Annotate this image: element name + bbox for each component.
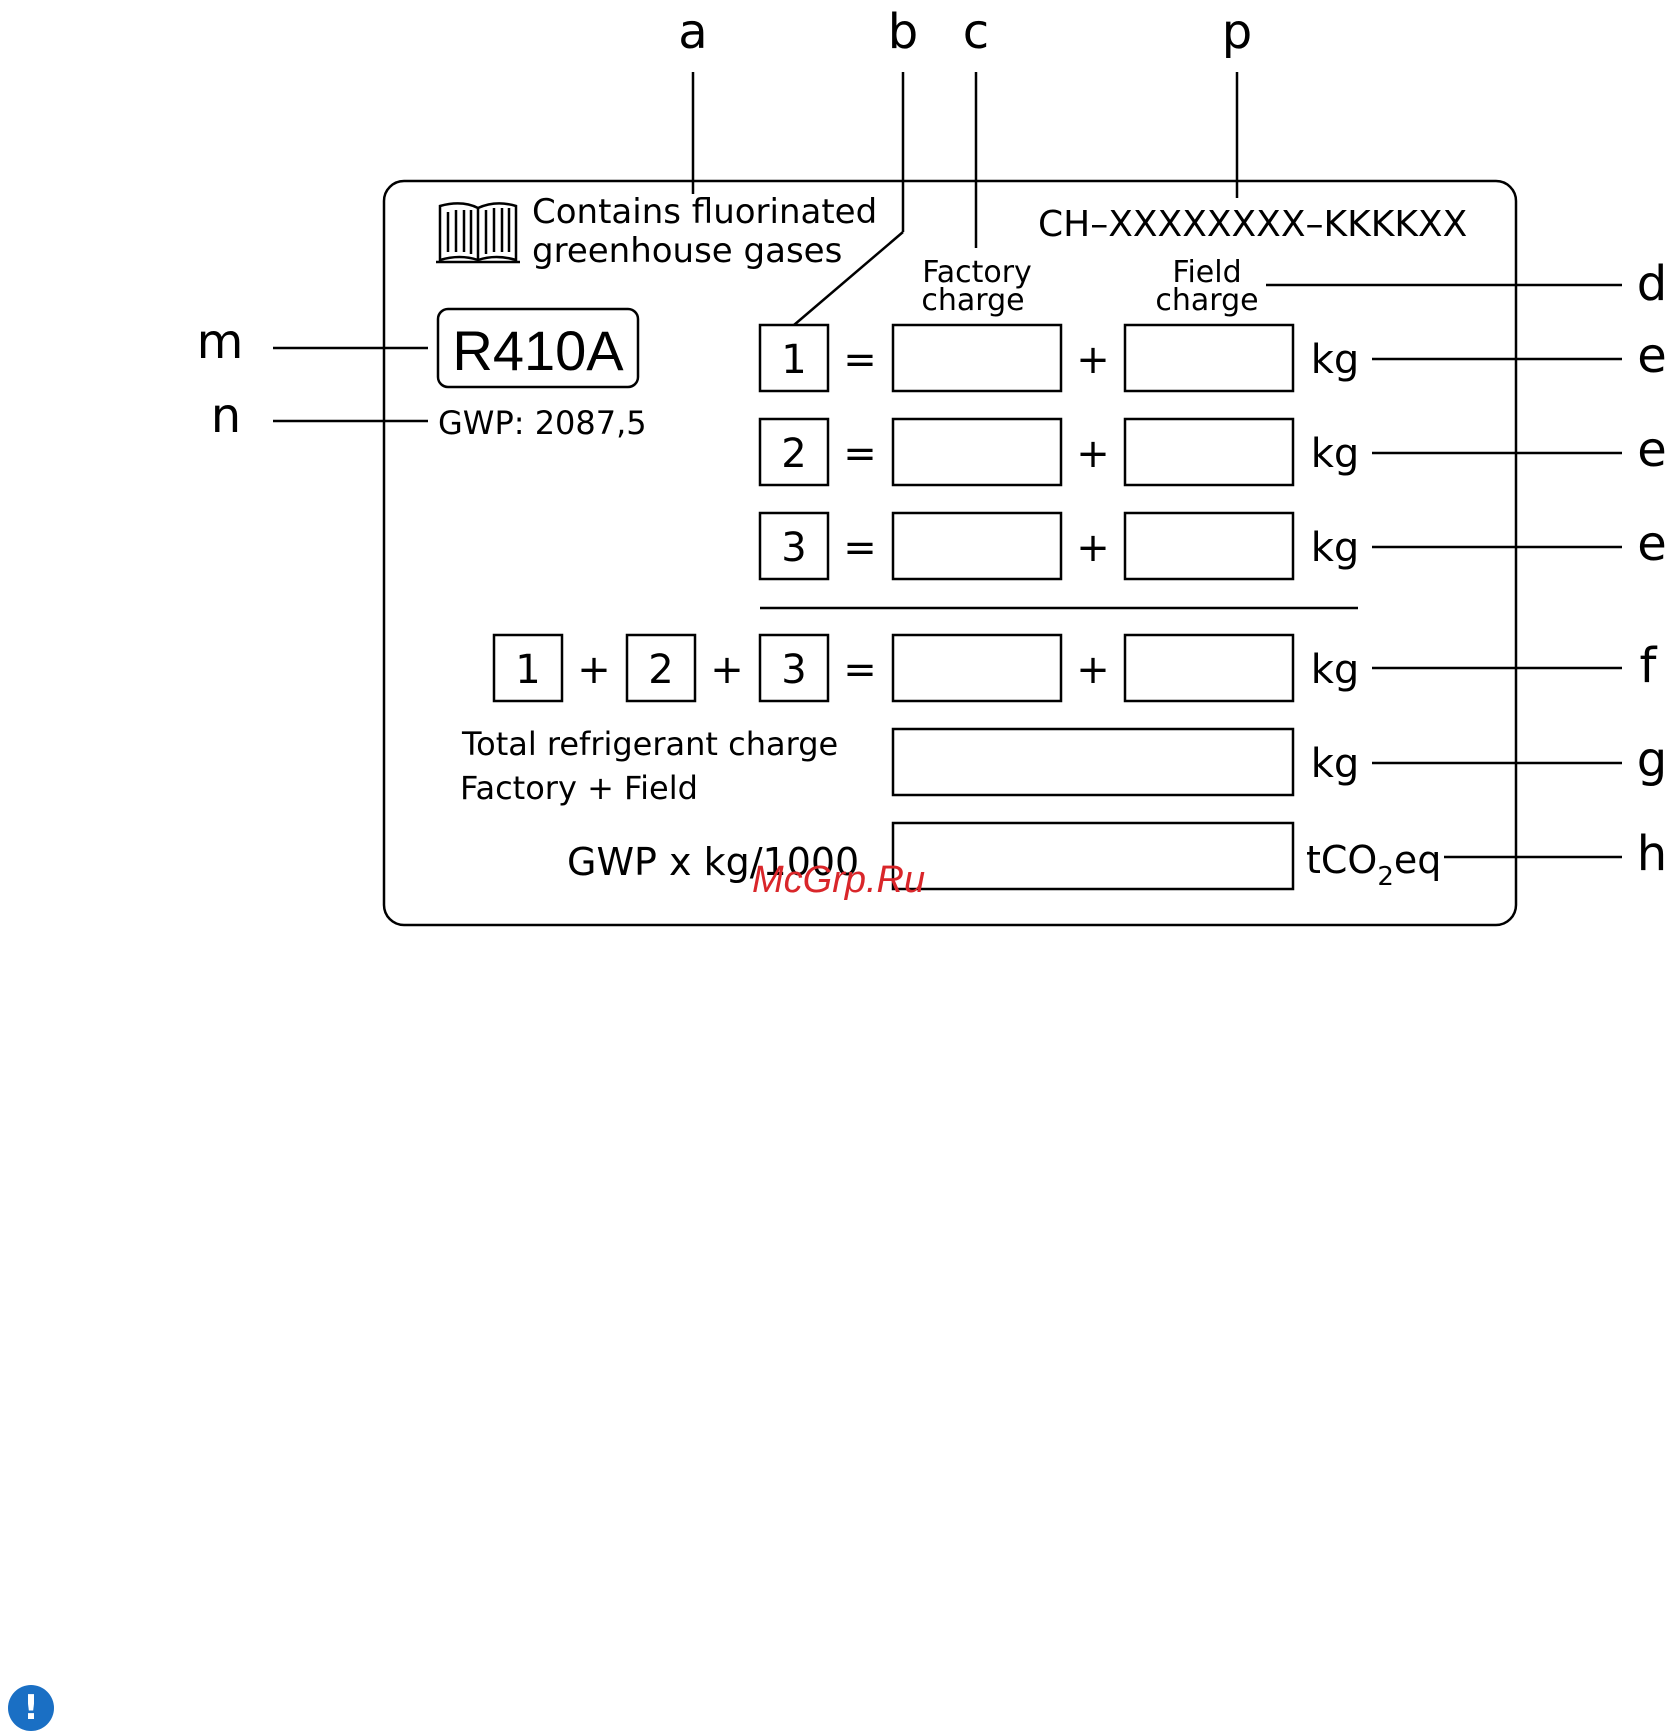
sum-number-2: 2	[648, 647, 673, 693]
contains-text-line1: Contains fluorinated	[532, 192, 877, 232]
row-1-equals: =	[843, 337, 877, 383]
sum-number-3: 3	[781, 647, 806, 693]
row-2-field-box	[1125, 419, 1293, 485]
row-3-field-box	[1125, 513, 1293, 579]
gwp-value: GWP: 2087,5	[438, 404, 647, 442]
total-charge-label-2: Factory + Field	[460, 769, 698, 807]
callout-n: n	[211, 388, 241, 444]
callout-d: d	[1637, 256, 1667, 312]
callout-h: h	[1637, 826, 1667, 882]
row-3-unit: kg	[1311, 525, 1360, 571]
row-3-factory-box	[893, 513, 1061, 579]
callout-f: f	[1640, 638, 1658, 694]
sum-field-box	[1125, 635, 1293, 701]
callout-e-3: e	[1637, 516, 1667, 572]
row-2-factory-box	[893, 419, 1061, 485]
manual-book-icon	[436, 203, 520, 262]
row-2-unit: kg	[1311, 431, 1360, 477]
unit-code: CH–XXXXXXXX–KKKKXX	[1038, 204, 1467, 245]
sum-number-1: 1	[515, 647, 540, 693]
co2-unit: tCO2eq	[1306, 838, 1441, 892]
co2-equivalent-box	[893, 823, 1293, 889]
sum-plus-1: +	[577, 647, 611, 693]
exclamation-circle-icon: !	[8, 1685, 54, 1731]
callout-m: m	[197, 314, 244, 370]
row-3-equals: =	[843, 525, 877, 571]
callout-e-2: e	[1637, 422, 1667, 478]
total-charge-box	[893, 729, 1293, 795]
row-3-number: 3	[781, 525, 806, 571]
sum-plus-2: +	[710, 647, 744, 693]
row-2-equals: =	[843, 431, 877, 477]
callout-b: b	[888, 4, 918, 60]
total-unit: kg	[1311, 741, 1360, 787]
callout-a: a	[678, 4, 707, 60]
sum-equals: =	[843, 647, 877, 693]
sum-factory-box	[893, 635, 1061, 701]
sum-unit: kg	[1311, 647, 1360, 693]
factory-charge-header-2: charge	[921, 283, 1024, 318]
contains-text-line2: greenhouse gases	[532, 231, 842, 271]
sum-plus: +	[1076, 647, 1110, 693]
row-1-plus: +	[1076, 337, 1110, 383]
watermark: McGrp.Ru	[752, 859, 925, 901]
row-1-factory-box	[893, 325, 1061, 391]
row-1-unit: kg	[1311, 337, 1360, 383]
refrigerant-name: R410A	[452, 319, 624, 382]
callout-g: g	[1637, 732, 1667, 788]
row-3-plus: +	[1076, 525, 1110, 571]
callout-p: p	[1222, 4, 1252, 60]
callout-e-1: e	[1637, 328, 1667, 384]
row-2-plus: +	[1076, 431, 1110, 477]
row-1-number: 1	[781, 337, 806, 383]
row-2-number: 2	[781, 431, 806, 477]
callout-c: c	[963, 4, 989, 60]
row-1-field-box	[1125, 325, 1293, 391]
field-charge-header-2: charge	[1155, 283, 1258, 318]
total-charge-label-1: Total refrigerant charge	[461, 725, 838, 763]
